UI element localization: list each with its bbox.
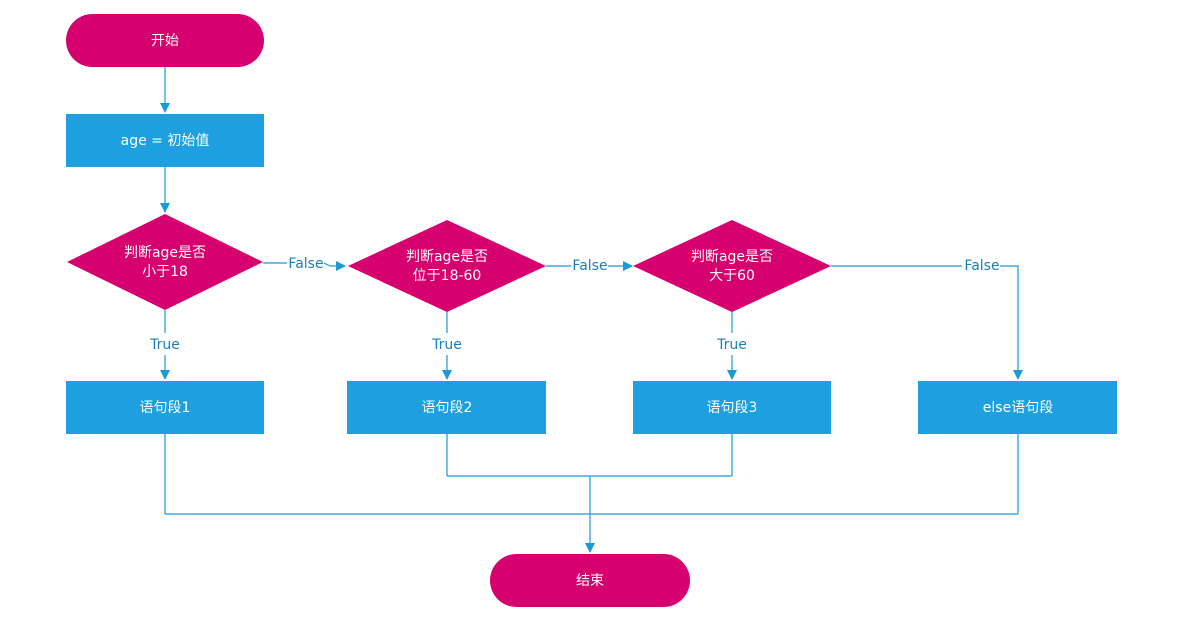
edge-dec1-false-b [323,261,346,271]
edges [160,67,1023,553]
decision-3-line2: 大于60 [709,268,755,284]
statement-2-label: 语句段2 [422,400,473,416]
decision-2-shape [348,220,546,312]
statement-else-node[interactable]: else语句段 [918,381,1117,434]
label-dec3-false: False [964,258,999,274]
decision-2-line1: 判断age是否 [406,249,488,265]
decision-1-node[interactable]: 判断age是否 小于18 [67,214,263,310]
statement-2-shape [347,381,546,434]
end-label: 结束 [576,573,604,589]
label-dec2-true: True [431,337,462,353]
decision-2-line2: 位于18-60 [413,268,482,284]
label-dec1-false: False [288,256,323,272]
statement-3-node[interactable]: 语句段3 [633,381,831,434]
start-shape [66,14,264,67]
start-label: 开始 [151,33,179,49]
init-node[interactable]: age = 初始值 [66,114,264,167]
start-node[interactable]: 开始 [66,14,264,67]
statement-1-node[interactable]: 语句段1 [66,381,264,434]
decision-2-node[interactable]: 判断age是否 位于18-60 [348,220,546,312]
edge-labels: True True True False False False [149,256,999,353]
statement-1-shape [66,381,264,434]
statement-else-label: else语句段 [983,400,1053,416]
statement-3-shape [633,381,831,434]
init-label: age = 初始值 [121,132,210,149]
statement-2-node[interactable]: 语句段2 [347,381,546,434]
label-dec2-false: False [572,258,607,274]
decision-3-node[interactable]: 判断age是否 大于60 [633,220,831,312]
decision-1-line1: 判断age是否 [124,245,206,261]
edge-dec3-false-b [1000,265,1023,380]
end-node[interactable]: 结束 [490,554,690,607]
statement-else-shape [918,381,1117,434]
statement-3-label: 语句段3 [707,400,758,416]
decision-3-line1: 判断age是否 [691,249,773,265]
label-dec1-true: True [149,337,180,353]
statement-1-label: 语句段1 [140,400,191,416]
end-shape [490,554,690,607]
init-shape [66,114,264,167]
label-dec3-true: True [716,337,747,353]
decision-3-shape [633,220,831,312]
decision-1-line2: 小于18 [142,264,188,280]
decision-1-shape [67,214,263,310]
